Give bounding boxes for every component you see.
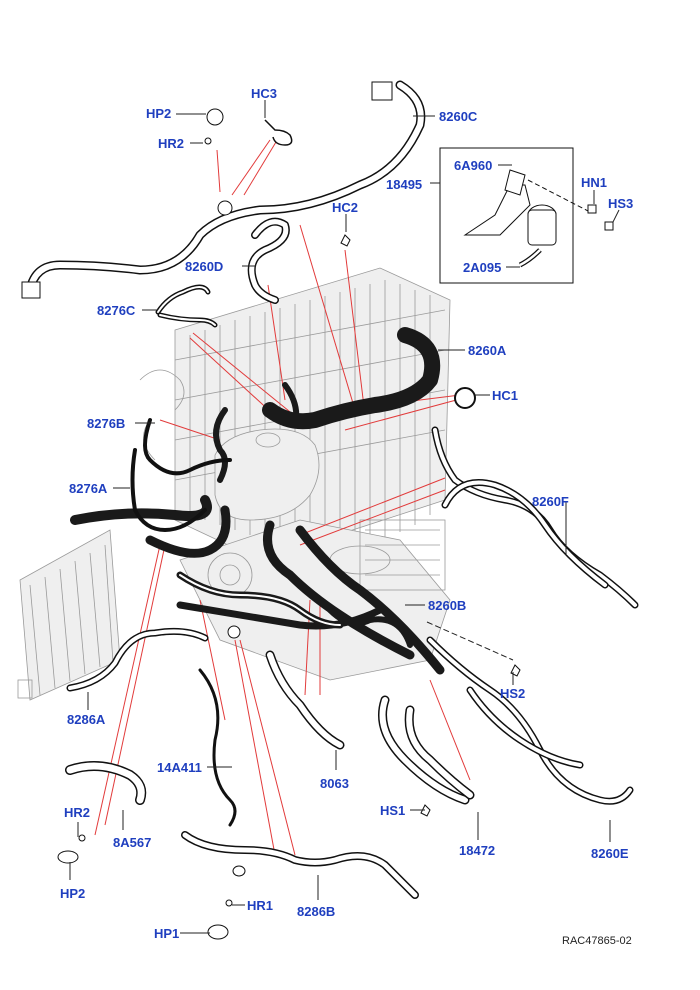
label-hr2-bottom: HR2: [64, 805, 90, 820]
hose-8260e: [426, 636, 634, 805]
label-hn1: HN1: [581, 175, 607, 190]
label-hc2: HC2: [332, 200, 358, 215]
label-8260a: 8260A: [468, 343, 507, 358]
label-hc1: HC1: [492, 388, 518, 403]
label-hp1: HP1: [154, 926, 179, 941]
label-hs3: HS3: [608, 196, 633, 211]
label-18495: 18495: [386, 177, 422, 192]
label-hs2: HS2: [500, 686, 525, 701]
hose-8286b: [181, 831, 419, 899]
hose-8260c: [21, 80, 426, 299]
label-14a411: 14A411: [157, 760, 202, 775]
label-8286a: 8286A: [67, 712, 106, 727]
hose-8260d: [247, 217, 290, 304]
hose-8276c: [155, 284, 218, 328]
label-18472: 18472: [459, 843, 495, 858]
hose-8286a: [66, 627, 209, 692]
hose-8276b-8276a: [130, 418, 232, 532]
label-8260b: 8260B: [428, 598, 466, 613]
label-hs1: HS1: [380, 803, 405, 818]
label-6a960: 6A960: [454, 158, 492, 173]
label-8260d: 8260D: [185, 259, 223, 274]
hose-18472: [378, 695, 475, 805]
small-fittings: [57, 108, 521, 940]
black-leader-lines: [69, 100, 620, 934]
label-8276a: 8276A: [69, 481, 108, 496]
hose-14a411: [198, 668, 237, 827]
hose-8a567: [65, 761, 147, 805]
label-8276c: 8276C: [97, 303, 136, 318]
reference-number: RAC47865-02: [562, 935, 632, 947]
label-8a567: 8A567: [113, 835, 151, 850]
hose-8260f: [431, 426, 639, 609]
hose-8063: [265, 650, 345, 750]
callout-labels: HP2 HR2 HC3 8260C HC2 8260D 8276C 6A960 …: [60, 86, 633, 941]
label-hp2-bottom: HP2: [60, 886, 85, 901]
label-8260f: 8260F: [532, 494, 569, 509]
label-8276b: 8276B: [87, 416, 125, 431]
label-8286b: 8286B: [297, 904, 335, 919]
pump-inset: [439, 147, 614, 284]
label-hr2-top: HR2: [158, 136, 184, 151]
label-8260c: 8260C: [439, 109, 478, 124]
label-hr1: HR1: [247, 898, 273, 913]
label-8260e: 8260E: [591, 846, 629, 861]
label-hp2-top: HP2: [146, 106, 171, 121]
label-hc3: HC3: [251, 86, 277, 101]
label-8063: 8063: [320, 776, 349, 791]
label-2a095: 2A095: [463, 260, 501, 275]
engine-hoses: [70, 327, 445, 675]
